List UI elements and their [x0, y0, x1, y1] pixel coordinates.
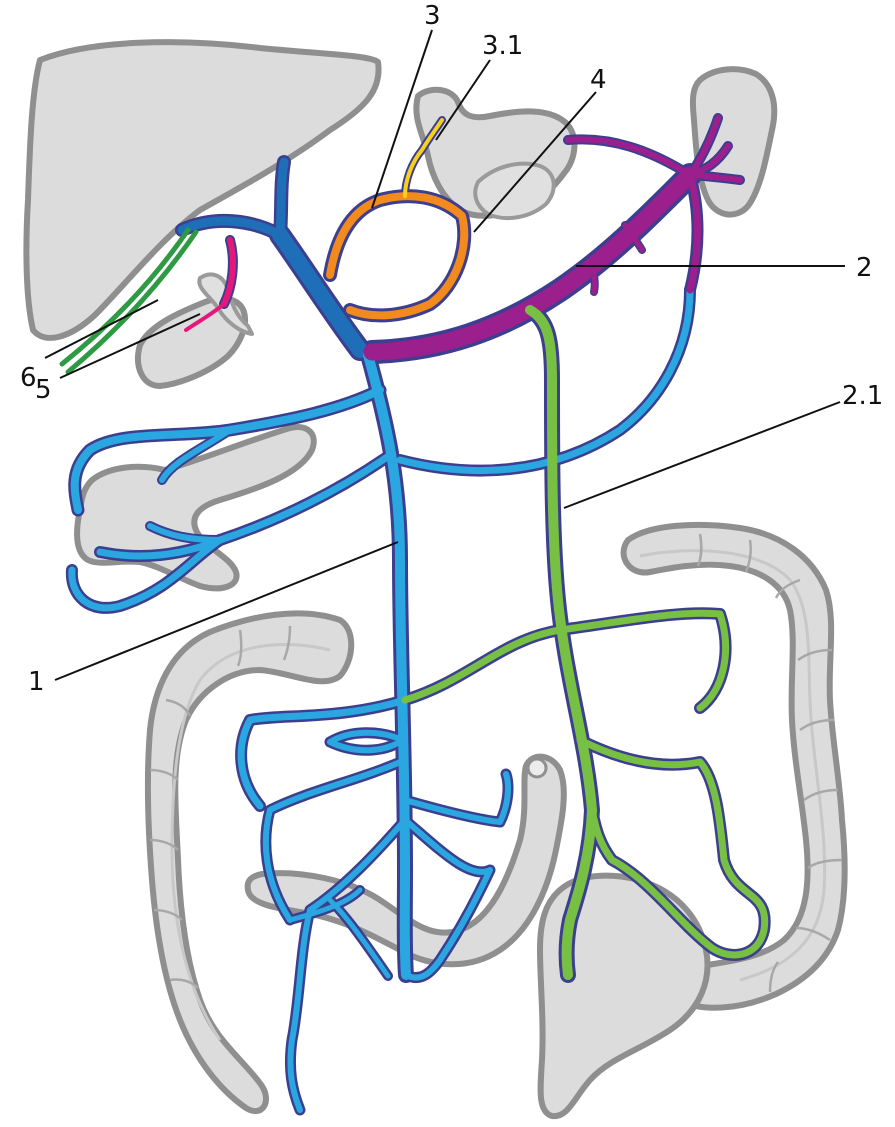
label-3: 3: [424, 1, 441, 31]
label-2-1: 2.1: [842, 381, 883, 411]
label-3-1: 3.1: [482, 31, 523, 61]
label-2: 2: [856, 253, 873, 283]
leader-2-1: [564, 402, 840, 508]
portal-vein: [280, 235, 360, 350]
left-portal-branch: [280, 162, 284, 235]
superior-mesenteric-vein: [368, 355, 406, 975]
ascending-colon: [148, 613, 351, 1111]
appendix-opening: [528, 759, 546, 777]
label-6: 6: [20, 363, 37, 393]
label-1: 1: [28, 667, 45, 697]
label-4: 4: [590, 65, 607, 95]
label-5: 5: [35, 375, 52, 405]
